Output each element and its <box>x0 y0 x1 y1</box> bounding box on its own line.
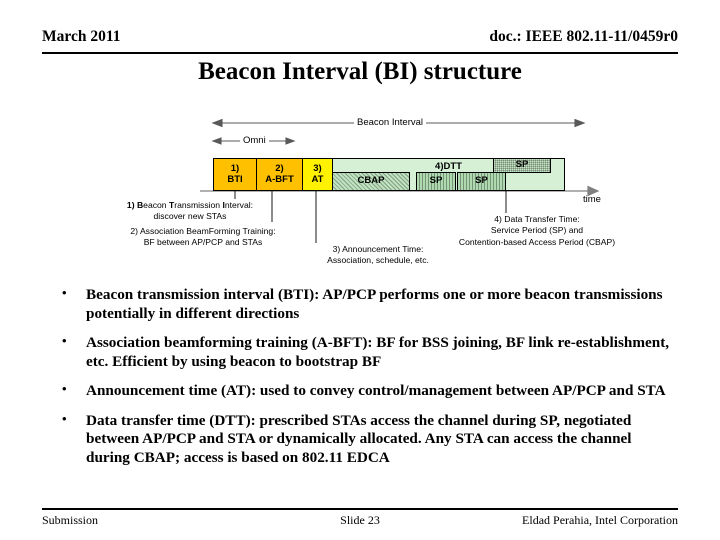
header-doc-number: doc.: IEEE 802.11-11/0459r0 <box>489 28 678 45</box>
timeline-block-sp-lower-2[interactable]: SP <box>457 172 506 191</box>
bullet-item: Data transfer time (DTT): prescribed STA… <box>54 411 674 468</box>
timeline-block-sp-lower-1[interactable]: SP <box>416 172 456 191</box>
dtt-label: 4)DTT <box>435 161 462 172</box>
omni-arrow-right <box>285 137 296 145</box>
annotation-at-line1: 3) Announcement Time: <box>332 244 424 254</box>
bti-name: BTI <box>227 173 243 185</box>
annotation-bti-line2: discover new STAs <box>153 211 227 222</box>
sp-label-2: SP <box>475 175 488 187</box>
at-name: AT <box>311 173 324 185</box>
beacon-interval-diagram: Beacon Interval Omni time 4)DTT CBAP SP … <box>92 117 637 267</box>
omni-label: Omni <box>240 135 269 146</box>
annotation-abft-line2: BF between AP/PCP and STAs <box>143 237 263 248</box>
diagram-vector-layer <box>200 118 600 243</box>
footer-author: Eldad Perahia, Intel Corporation <box>522 513 678 527</box>
header-date: March 2011 <box>42 28 121 45</box>
footer-submission: Submission <box>42 513 99 527</box>
beacon-interval-arrow-right <box>574 118 586 128</box>
annotation-at: 3) Announcement Time: Association, sched… <box>298 244 458 267</box>
annotation-dtt-line3: Contention-based Access Period (CBAP) <box>458 236 616 247</box>
timeline-block-bti[interactable]: 1) BTI <box>213 158 257 191</box>
footer-slide-number: Slide 23 <box>340 513 380 527</box>
annotation-dtt: 4) Data Transfer Time: Service Period (S… <box>437 214 637 248</box>
annotation-bti: 1) Beacon Transmission Interval: discove… <box>92 200 288 223</box>
annotation-dtt-line1: 4) Data Transfer Time: <box>494 214 580 224</box>
time-axis-arrowhead <box>587 185 600 197</box>
annotation-at-line2: Association, schedule, etc. <box>327 255 429 266</box>
abft-name: A-BFT <box>265 173 294 185</box>
beacon-interval-arrow-left <box>211 118 223 128</box>
annotation-bti-line1: 1) Beacon Transmission Interval: <box>126 200 254 210</box>
slide-header: March 2011 doc.: IEEE 802.11-11/0459r0 <box>42 28 678 54</box>
bullet-item: Beacon transmission interval (BTI): AP/P… <box>54 285 674 323</box>
timeline-block-cbap[interactable]: CBAP <box>332 172 410 191</box>
page-title: Beacon Interval (BI) structure <box>198 58 522 85</box>
sp-label-top: SP <box>515 159 529 171</box>
omni-arrow-left <box>211 137 222 145</box>
bullet-item: Association beamforming training (A-BFT)… <box>54 333 674 371</box>
bullet-list: Beacon transmission interval (BTI): AP/P… <box>54 285 674 478</box>
cbap-label: CBAP <box>357 175 385 187</box>
annotation-abft: 2) Association BeamForming Training: BF … <box>108 226 298 249</box>
abft-number: 2) <box>275 162 284 174</box>
at-number: 3) <box>313 162 322 174</box>
bti-number: 1) <box>230 162 240 174</box>
bullet-item: Announcement time (AT): used to convey c… <box>54 381 674 401</box>
sp-label-1: SP <box>429 175 443 187</box>
timeline-block-abft[interactable]: 2) A-BFT <box>256 158 303 191</box>
time-axis-label: time <box>583 194 601 205</box>
annotation-abft-line1: 2) Association BeamForming Training: <box>130 226 276 236</box>
beacon-interval-label: Beacon Interval <box>354 117 427 128</box>
timeline-block-at[interactable]: 3) AT <box>302 158 333 191</box>
annotation-dtt-line2: Service Period (SP) and <box>490 225 584 236</box>
timeline-block-sp-upper[interactable]: SP <box>493 158 551 173</box>
slide-footer: Submission Slide 23 Eldad Perahia, Intel… <box>42 508 678 529</box>
